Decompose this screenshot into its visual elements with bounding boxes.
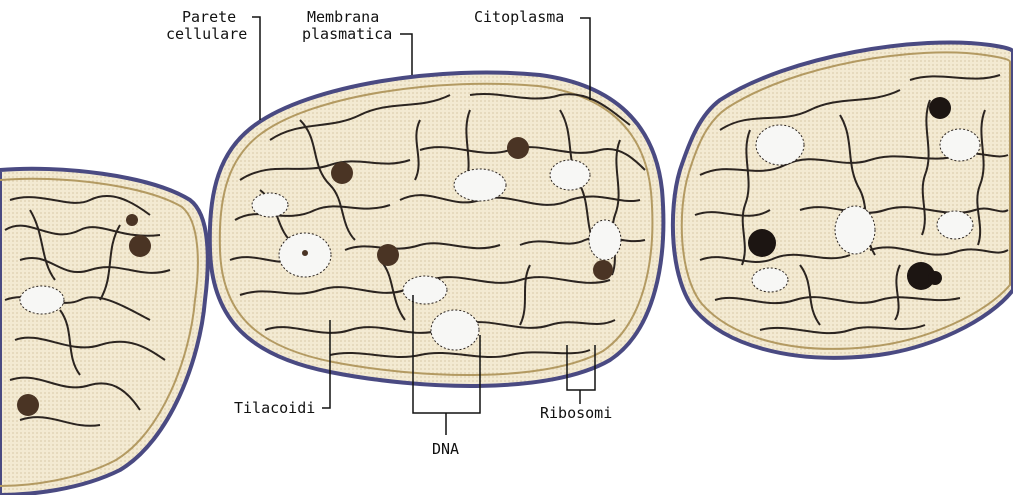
cell-wall-leader bbox=[252, 17, 260, 120]
center-cell bbox=[210, 72, 664, 386]
plasma-membrane-label-line1: Membrana bbox=[307, 8, 379, 26]
left-cell-wall bbox=[0, 169, 208, 495]
left-cell bbox=[0, 169, 208, 495]
ribosomes-label: Ribosomi bbox=[540, 404, 612, 422]
right-cell bbox=[673, 42, 1013, 357]
plasma-membrane-leader bbox=[400, 34, 412, 75]
plasma-membrane-label-line2: plasmatica bbox=[302, 25, 392, 43]
cytoplasm-label: Citoplasma bbox=[474, 8, 564, 26]
dna-label: DNA bbox=[432, 440, 459, 458]
cell-wall-label-line1: Parete bbox=[182, 8, 236, 26]
left-nucleoid bbox=[20, 286, 64, 314]
cell-wall-label-line2: cellulare bbox=[166, 25, 247, 43]
right-cell-wall bbox=[673, 42, 1013, 357]
thylakoids-label: Tilacoidi bbox=[234, 399, 315, 417]
